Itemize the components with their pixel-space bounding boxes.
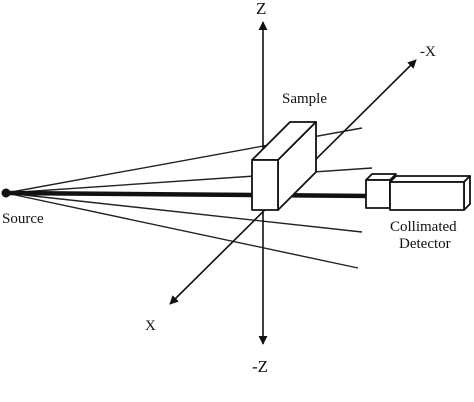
source-label: Source [2, 211, 44, 227]
z-positive-label: Z [256, 0, 266, 18]
z-negative-label: -Z [252, 357, 268, 376]
source-point-icon [1, 188, 11, 198]
sample-front-face [251, 159, 279, 211]
sample-block [251, 121, 317, 211]
x-positive-label: X [145, 318, 156, 334]
detector-label-line1: Collimated [390, 219, 457, 235]
primary-beam [5, 190, 373, 199]
ray-lower-1 [5, 192, 363, 233]
scattered-rays [5, 127, 373, 269]
detector-nozzle-front [365, 179, 391, 209]
detector-label-line2: Detector [399, 236, 451, 252]
ray-upper-2 [5, 167, 373, 194]
x-negative-label: -X [420, 44, 436, 60]
ray-lower-2 [5, 192, 359, 269]
sample-label: Sample [282, 91, 327, 107]
collimated-detector [365, 173, 471, 211]
detector-body-front [389, 181, 465, 211]
